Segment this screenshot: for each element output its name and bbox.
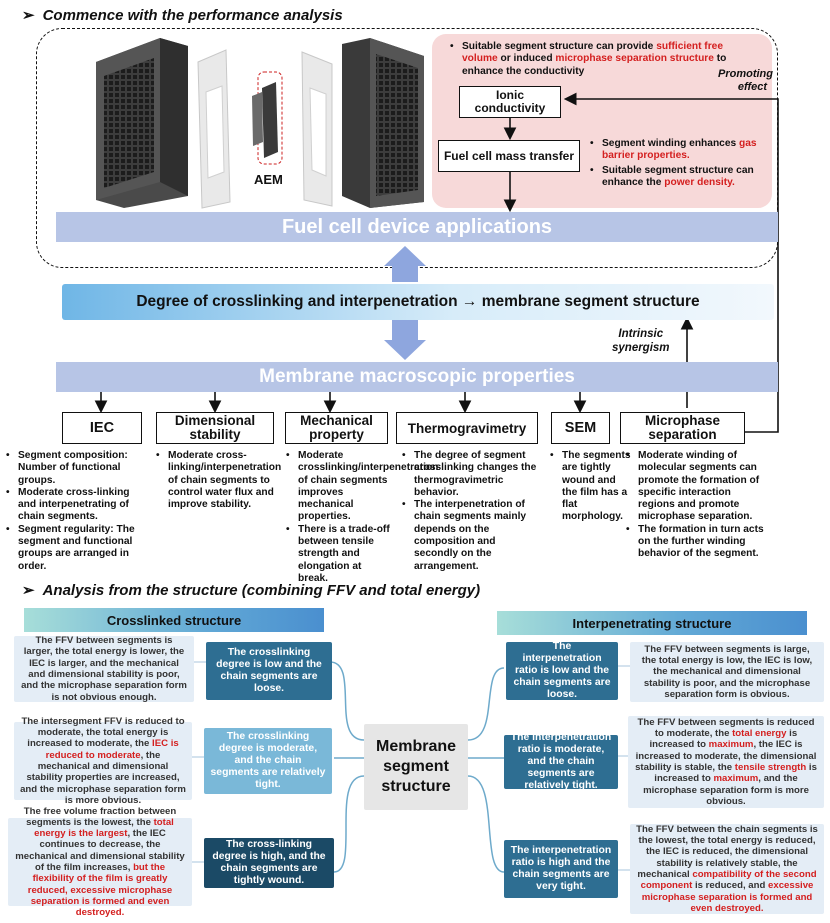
- aem-membrane: [252, 71, 283, 165]
- interpenetration-high-info: The FFV between the chain segments is th…: [630, 824, 824, 914]
- pink-bullets-2-3: Segment winding enhances gas barrier pro…: [588, 138, 768, 189]
- crosslink-low-info-text: The FFV between segments is larger, the …: [21, 635, 187, 703]
- mindmap-branches: [192, 661, 630, 873]
- fuel-cell-applications-bar: Fuel cell device applications: [56, 212, 778, 242]
- dimensional-bullets: Moderate cross-linking/interpenetration …: [154, 450, 282, 511]
- interpenetration-moderate-info: The FFV between segments is reduced to m…: [628, 716, 824, 808]
- iec-bullets: Segment composition: Number of functiona…: [4, 450, 150, 573]
- end-plate-left: [96, 38, 188, 208]
- mechanical-bullets: Moderate crosslinking/interpenetration o…: [284, 450, 438, 585]
- interpenetration-high-info-text: The FFV between the chain segments is th…: [636, 823, 818, 914]
- flow-connectors: [94, 92, 779, 433]
- fuel-cell-assembly-illustration: [96, 38, 424, 209]
- gasket-left: [197, 49, 231, 209]
- interpenetration-high-box: The interpenetration ratio is high and t…: [504, 840, 618, 898]
- property-box-dimensional-stability: Dimensional stability: [156, 412, 274, 444]
- interpenetrating-structure-tab: Interpenetrating structure: [497, 611, 807, 635]
- end-plate-right: [342, 38, 424, 208]
- intrinsic-synergism-label: Intrinsic synergism: [612, 328, 670, 354]
- crosslink-high-box: The cross-linking degree is high, and th…: [204, 838, 334, 888]
- crosslink-moderate-info: The intersegment FFV is reduced to moder…: [14, 716, 192, 806]
- interpenetration-moderate-info-text: The FFV between segments is reduced to m…: [635, 716, 817, 807]
- property-box-thermogravimetry: Thermogravimetry: [396, 412, 538, 444]
- promoting-effect-label: Promoting effect: [718, 68, 773, 93]
- property-box-mechanical: Mechanical property: [285, 412, 388, 444]
- crosslink-low-box: The crosslinking degree is low and the c…: [206, 642, 332, 700]
- crosslink-moderate-info-text: The intersegment FFV is reduced to moder…: [20, 715, 186, 806]
- crosslink-high-info: The free volume fraction between segment…: [8, 806, 192, 918]
- mass-transfer-box: Fuel cell mass transfer: [438, 140, 580, 172]
- section1-heading: ➢Commence with the performance analysis: [22, 7, 343, 24]
- heading-arrow-icon-2: ➢: [22, 582, 35, 599]
- interpenetration-moderate-box: The interpenetration ratio is moderate, …: [504, 732, 618, 791]
- crosslink-high-info-text: The free volume fraction between segment…: [15, 805, 185, 919]
- center-node-membrane-segment-structure: Membrane segment structure: [364, 724, 468, 810]
- pink-bullet-1: Suitable segment structure can provide s…: [448, 41, 748, 78]
- sem-bullets: The segments are tightly wound and the f…: [548, 450, 632, 524]
- interpenetration-low-info: The FFV between segments is large, the t…: [630, 642, 824, 702]
- crosslink-moderate-box: The crosslinking degree is moderate, and…: [204, 728, 332, 794]
- section2-heading: ➢Analysis from the structure (combining …: [22, 582, 481, 599]
- aem-label: AEM: [254, 172, 283, 187]
- interpenetration-low-info-text: The FFV between segments is large, the t…: [641, 643, 813, 700]
- interpenetration-low-box: The interpenetration ratio is low and th…: [506, 641, 618, 700]
- microphase-bullets: Moderate winding of molecular segments c…: [624, 450, 766, 561]
- gasket-right: [301, 51, 333, 207]
- crosslink-low-info: The FFV between segments is larger, the …: [14, 635, 194, 703]
- heading-arrow-icon: ➢: [22, 7, 35, 24]
- property-box-iec: IEC: [62, 412, 142, 444]
- crosslinked-structure-tab: Crosslinked structure: [24, 608, 324, 632]
- property-box-sem: SEM: [551, 412, 610, 444]
- property-box-microphase: Microphase separation: [620, 412, 745, 444]
- crosslinking-bar: Degree of crosslinking and interpenetrat…: [62, 284, 774, 320]
- thermogravimetry-bullets: The degree of segment crosslinking chang…: [400, 450, 542, 573]
- ionic-conductivity-box: Ionic conductivity: [459, 86, 561, 118]
- macroscopic-properties-bar: Membrane macroscopic properties: [56, 362, 778, 392]
